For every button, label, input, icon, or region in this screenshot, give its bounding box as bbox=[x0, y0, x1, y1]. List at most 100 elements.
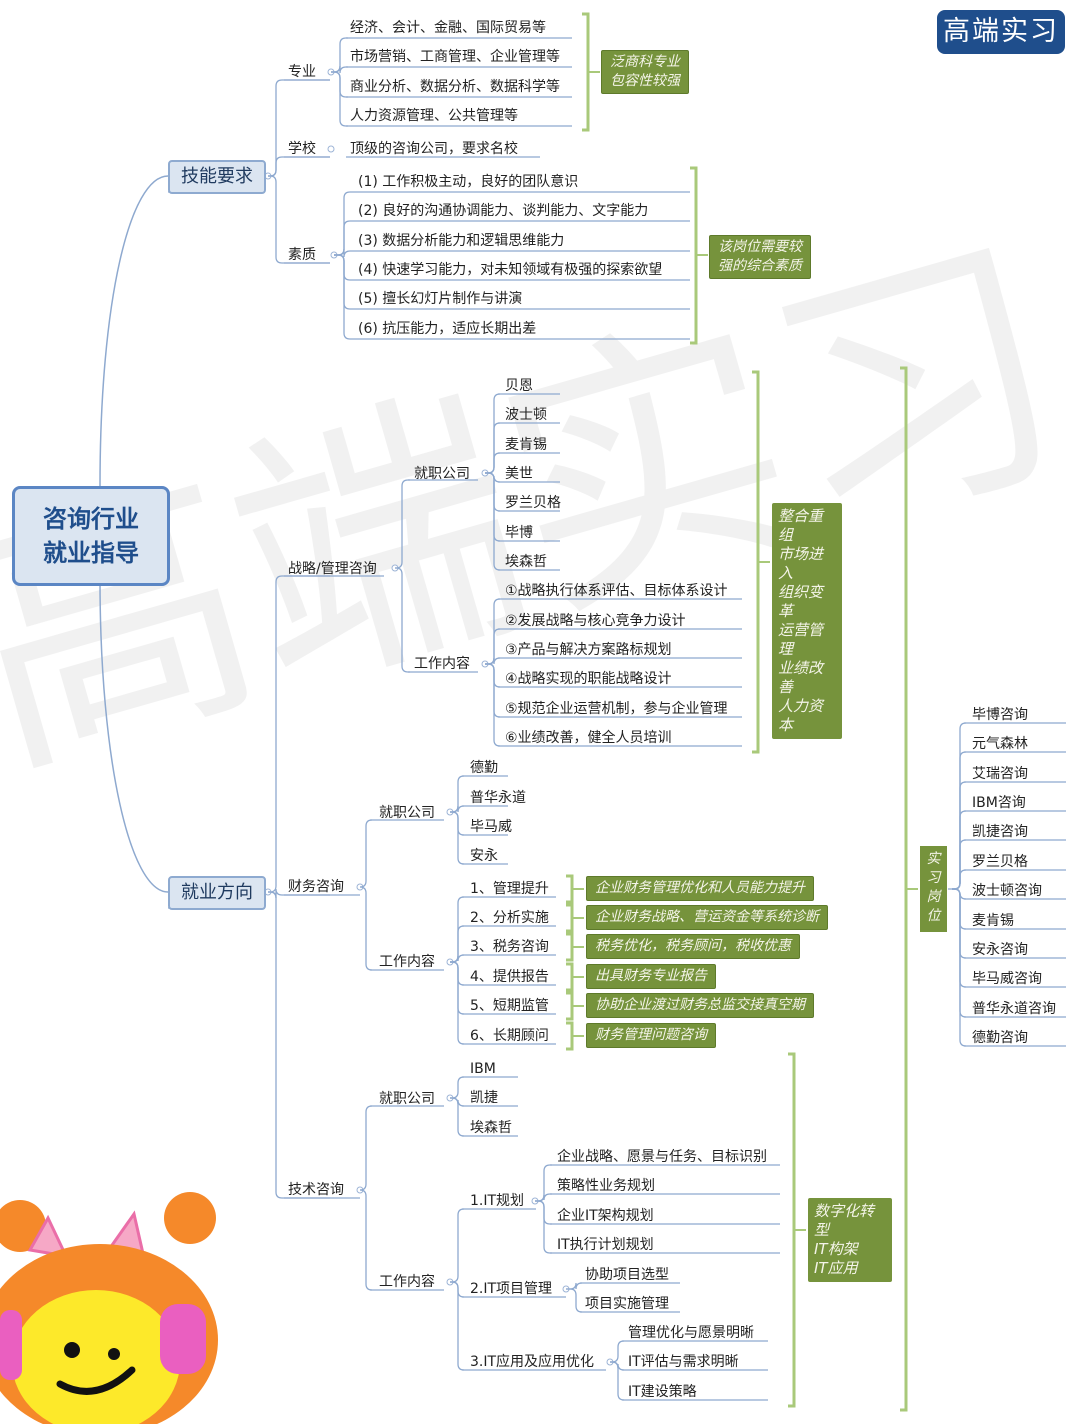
it-planning-item[interactable]: 企业IT架构规划 bbox=[557, 1208, 654, 1224]
connector-line bbox=[485, 598, 501, 665]
node-tech-consulting[interactable]: 技术咨询 bbox=[288, 1182, 344, 1198]
root-title-line2: 就业指导 bbox=[43, 539, 139, 567]
it-planning-item[interactable]: 策略性业务规划 bbox=[557, 1178, 655, 1194]
node-quality[interactable]: 素质 bbox=[288, 247, 316, 263]
internship-item[interactable]: 普华永道咨询 bbox=[972, 1001, 1056, 1017]
node-school[interactable]: 学校 bbox=[288, 141, 316, 157]
strategy-work-item[interactable]: ③产品与解决方案路标规划 bbox=[505, 642, 672, 658]
connector-line bbox=[485, 663, 501, 688]
finance-company[interactable]: 普华永道 bbox=[470, 790, 526, 806]
finance-work-item[interactable]: 6、长期顾问 bbox=[470, 1028, 549, 1044]
note-line: 市场进入 bbox=[778, 545, 824, 582]
node-major[interactable]: 专业 bbox=[288, 64, 316, 80]
internship-item[interactable]: 德勤咨询 bbox=[972, 1030, 1028, 1046]
strategy-company[interactable]: 波士顿 bbox=[505, 407, 547, 423]
node-strategy-companies[interactable]: 就职公司 bbox=[414, 466, 470, 482]
it-application-item[interactable]: 管理优化与愿景明晰 bbox=[628, 1325, 754, 1341]
finance-work-item[interactable]: 1、管理提升 bbox=[470, 881, 549, 897]
internship-item[interactable]: 安永咨询 bbox=[972, 942, 1028, 958]
node-finance-work[interactable]: 工作内容 bbox=[379, 954, 435, 970]
note-line: IT应用 bbox=[814, 1259, 858, 1277]
strategy-work-item[interactable]: ⑤规范企业运营机制，参与企业管理 bbox=[505, 701, 728, 717]
node-tech-companies[interactable]: 就职公司 bbox=[379, 1091, 435, 1107]
note-line: 包容性较强 bbox=[610, 73, 680, 89]
tech-company[interactable]: 埃森哲 bbox=[470, 1120, 512, 1136]
node-skill-requirements[interactable]: 技能要求 bbox=[168, 160, 266, 194]
quality-item[interactable]: (5) 擅长幻灯片制作与讲演 bbox=[358, 291, 523, 307]
strategy-work-item[interactable]: ②发展战略与核心竞争力设计 bbox=[505, 613, 686, 629]
finance-work-item[interactable]: 4、提供报告 bbox=[470, 969, 549, 985]
finance-work-item[interactable]: 3、税务咨询 bbox=[470, 939, 549, 955]
internship-item[interactable]: 凯捷咨询 bbox=[972, 824, 1028, 840]
strategy-company[interactable]: 麦肯锡 bbox=[505, 437, 547, 453]
internship-item[interactable]: 元气森林 bbox=[972, 736, 1028, 752]
quality-note: 该岗位需要较 强的综合素质 bbox=[709, 235, 811, 279]
quality-item[interactable]: (2) 良好的沟通协调能力、谈判能力、文字能力 bbox=[358, 203, 649, 219]
connector-line bbox=[535, 1200, 552, 1254]
major-item[interactable]: 经济、会计、金融、国际贸易等 bbox=[350, 20, 546, 36]
collapse-dot[interactable] bbox=[327, 145, 335, 153]
note-line: 泛商科专业 bbox=[610, 54, 680, 70]
internship-item[interactable]: 罗兰贝格 bbox=[972, 854, 1028, 870]
it-application-item[interactable]: IT评估与需求明晰 bbox=[628, 1354, 739, 1370]
connector-line bbox=[952, 751, 967, 890]
connector-line bbox=[485, 472, 501, 571]
quality-item[interactable]: (4) 快速学习能力，对未知领域有极强的探索欲望 bbox=[358, 262, 663, 278]
connector-line bbox=[485, 472, 501, 542]
note-line: IT构架 bbox=[814, 1240, 858, 1258]
strategy-work-item[interactable]: ⑥业绩改善，健全人员培训 bbox=[505, 730, 672, 746]
connector-line bbox=[450, 1076, 465, 1099]
note-line: 强的综合素质 bbox=[718, 258, 802, 274]
major-item[interactable]: 市场营销、工商管理、企业管理等 bbox=[350, 49, 560, 65]
node-it-project[interactable]: 2.IT项目管理 bbox=[470, 1281, 553, 1297]
major-item[interactable]: 人力资源管理、公共管理等 bbox=[350, 108, 518, 124]
strategy-company[interactable]: 埃森哲 bbox=[505, 554, 547, 570]
school-item[interactable]: 顶级的咨询公司，要求名校 bbox=[350, 141, 518, 157]
it-application-item[interactable]: IT建设策略 bbox=[628, 1384, 697, 1400]
connector-line bbox=[566, 962, 574, 992]
node-it-planning[interactable]: 1.IT规划 bbox=[470, 1193, 525, 1209]
finance-work-item[interactable]: 5、短期监管 bbox=[470, 998, 549, 1014]
finance-work-item[interactable]: 2、分析实施 bbox=[470, 910, 549, 926]
finance-note: 财务管理问题咨询 bbox=[586, 1023, 716, 1048]
quality-item[interactable]: (1) 工作积极主动，良好的团队意识 bbox=[358, 174, 579, 190]
quality-item[interactable]: (3) 数据分析能力和逻辑思维能力 bbox=[358, 233, 565, 249]
strategy-work-item[interactable]: ①战略执行体系评估、目标体系设计 bbox=[505, 583, 728, 599]
it-planning-item[interactable]: 企业战略、愿景与任务、目标识别 bbox=[557, 1149, 767, 1165]
connector-line bbox=[752, 370, 760, 754]
internship-item[interactable]: 波士顿咨询 bbox=[972, 883, 1042, 899]
tech-company[interactable]: IBM bbox=[470, 1061, 496, 1077]
node-finance-consulting[interactable]: 财务咨询 bbox=[288, 879, 344, 895]
strategy-company[interactable]: 美世 bbox=[505, 466, 533, 482]
node-strategy-work[interactable]: 工作内容 bbox=[414, 656, 470, 672]
internship-item[interactable]: 艾瑞咨询 bbox=[972, 766, 1028, 782]
major-item[interactable]: 商业分析、数据分析、数据科学等 bbox=[350, 79, 560, 95]
node-career-direction[interactable]: 就业方向 bbox=[168, 876, 266, 910]
node-tech-work[interactable]: 工作内容 bbox=[379, 1274, 435, 1290]
finance-company[interactable]: 安永 bbox=[470, 848, 498, 864]
finance-company[interactable]: 德勤 bbox=[470, 760, 498, 776]
internship-item[interactable]: 毕博咨询 bbox=[972, 707, 1028, 723]
strategy-company[interactable]: 贝恩 bbox=[505, 378, 533, 394]
finance-note: 企业财务管理优化和人员能力提升 bbox=[586, 876, 814, 901]
connector-line bbox=[485, 663, 501, 718]
tech-company[interactable]: 凯捷 bbox=[470, 1090, 498, 1106]
node-finance-companies[interactable]: 就职公司 bbox=[379, 805, 435, 821]
strategy-company[interactable]: 罗兰贝格 bbox=[505, 495, 561, 511]
it-project-item[interactable]: 协助项目选型 bbox=[585, 1267, 669, 1283]
strategy-company[interactable]: 毕博 bbox=[505, 525, 533, 541]
connector-line bbox=[952, 888, 967, 1018]
internship-item[interactable]: 麦肯锡 bbox=[972, 913, 1014, 929]
internship-item[interactable]: 毕马威咨询 bbox=[972, 971, 1042, 987]
root-node[interactable]: 咨询行业 就业指导 bbox=[12, 486, 170, 586]
node-it-application[interactable]: 3.IT应用及应用优化 bbox=[470, 1354, 595, 1370]
internship-item[interactable]: IBM咨询 bbox=[972, 795, 1026, 811]
finance-company[interactable]: 毕马威 bbox=[470, 819, 512, 835]
it-project-item[interactable]: 项目实施管理 bbox=[585, 1296, 669, 1312]
node-strategy-consulting[interactable]: 战略/管理咨询 bbox=[288, 561, 377, 577]
quality-item[interactable]: (6) 抗压能力，适应长期出差 bbox=[358, 321, 537, 337]
connector-line bbox=[334, 220, 352, 256]
it-planning-item[interactable]: IT执行计划规划 bbox=[557, 1237, 654, 1253]
strategy-work-item[interactable]: ④战略实现的职能战略设计 bbox=[505, 671, 672, 687]
